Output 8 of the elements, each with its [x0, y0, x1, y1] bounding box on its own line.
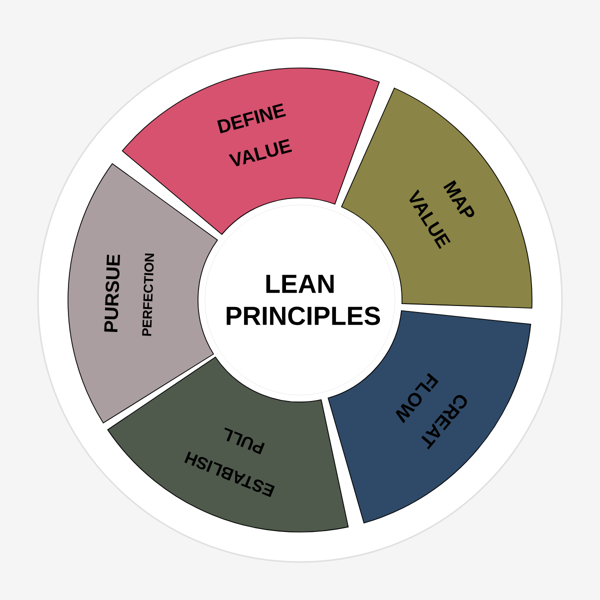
wheel-segment: [107, 356, 349, 532]
segment-label: DEFINE: [217, 103, 286, 134]
segment-label: PURSUE: [104, 254, 120, 332]
wheel-segment: [68, 163, 218, 424]
segment-label: PERFECTION: [142, 254, 154, 336]
wheel-segment: [122, 68, 380, 235]
segment-label: VALUE: [228, 138, 292, 166]
wheel-segment: [341, 88, 532, 308]
